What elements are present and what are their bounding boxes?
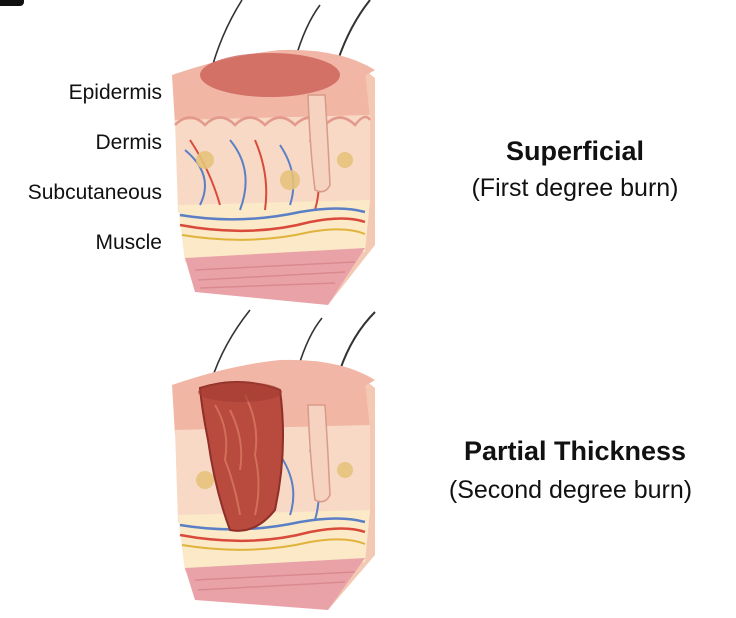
hair-follicle [307, 404, 331, 503]
wound-rim [198, 382, 282, 402]
burn-title-superficial: Superficial [505, 136, 645, 166]
skin-block-superficial [172, 0, 375, 305]
layer-muscle [185, 558, 365, 610]
vein [179, 207, 366, 221]
skin-block-partial-thickness [172, 309, 376, 610]
nerve [181, 538, 366, 551]
layer-subcutaneous [178, 510, 370, 572]
wound-texture [214, 394, 260, 516]
burn-redness [200, 53, 340, 97]
label-epidermis: Epidermis [68, 81, 162, 104]
sweat-gland [337, 462, 353, 478]
vein [179, 517, 366, 531]
label-dermis: Dermis [95, 131, 163, 154]
sweat-gland [196, 471, 214, 489]
burn-title-partial-thickness: Partial Thickness [463, 436, 687, 466]
sweat-gland [196, 151, 214, 169]
muscle-fiber [194, 261, 356, 289]
dermal-papillae [174, 115, 372, 127]
cropped-heading-fragment [0, 0, 24, 6]
hair-follicle [307, 94, 331, 193]
sweat-gland [280, 170, 300, 190]
label-subcutaneous: Subcutaneous [27, 181, 162, 204]
label-muscle: Muscle [95, 231, 162, 254]
nerve [181, 228, 366, 241]
artery [179, 527, 366, 543]
layer-subcutaneous [178, 200, 370, 262]
burn-subtitle-second-degree: (Second degree burn) [448, 476, 693, 504]
muscle-fiber [194, 571, 356, 591]
sweat-gland [337, 152, 353, 168]
burn-subtitle-first-degree: (First degree burn) [471, 174, 679, 202]
artery [179, 217, 366, 233]
